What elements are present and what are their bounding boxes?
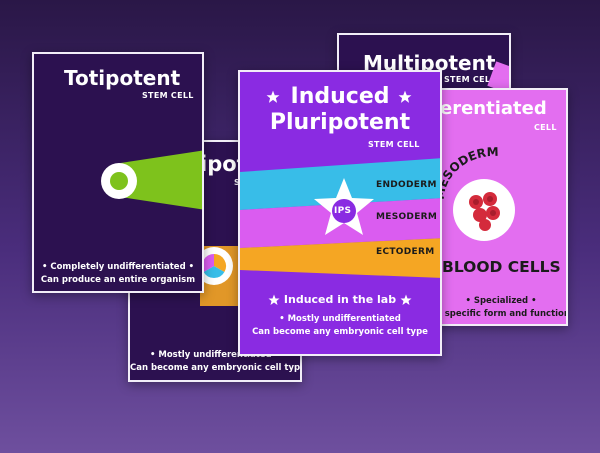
ips-star-icon [314,178,374,235]
band-ectoderm-label: ECTODERM [376,247,435,257]
lab-star-right [400,294,412,305]
totipotent-line2: Can produce an entire organism [40,275,196,285]
differentiated-line2: a specific form and function [436,309,568,319]
ips-badge: IPS [334,206,352,216]
green-beam [114,150,202,210]
induced-lab-label: Induced in the lab [283,293,397,306]
blood-cells-icon [453,179,515,241]
induced-line1: • Mostly undifferentiated [279,314,401,324]
band-mesoderm-label: MESODERM [376,212,438,222]
pluripotent-line1: • Mostly undifferentiated • [149,350,280,360]
star-icon-right [398,90,412,103]
differentiated-card[interactable]: erentiated CELL MESODERM BLOOD CELLS • S… [420,88,568,326]
induced-pluripotent-card[interactable]: Induced Pluripotent STEM CELL ENDODERM M… [238,70,442,356]
differentiated-title: erentiated [440,98,547,119]
differentiated-line1: • Specialized • [465,296,537,306]
pluripotent-subtitle: S [234,178,240,187]
induced-line2: Can become any embryonic cell type [252,327,428,337]
totipotent-title: Totipotent [64,66,181,90]
cell-icon [101,163,137,199]
three-germ-layer-icon [195,247,233,285]
totipotent-line1: • Completely undifferentiated • [41,262,195,272]
band-endoderm-label: ENDODERM [376,180,437,190]
totipotent-card[interactable]: Totipotent STEM CELL • Completely undiff… [32,52,204,293]
blood-cells-banner: BLOOD CELLS [442,258,561,276]
pluripotent-line2: Can become any embryonic cell type [130,363,302,373]
lab-star-left [268,294,280,305]
germ-layer-bands [240,158,440,278]
differentiated-subtitle: CELL [534,123,557,132]
multipotent-subtitle: STEM CELL [444,75,496,84]
induced-title-line2: Pluripotent [269,110,411,135]
induced-title-line1: Induced [290,84,390,109]
star-icon-left [266,90,280,103]
induced-subtitle: STEM CELL [368,140,420,149]
totipotent-subtitle: STEM CELL [142,91,194,100]
